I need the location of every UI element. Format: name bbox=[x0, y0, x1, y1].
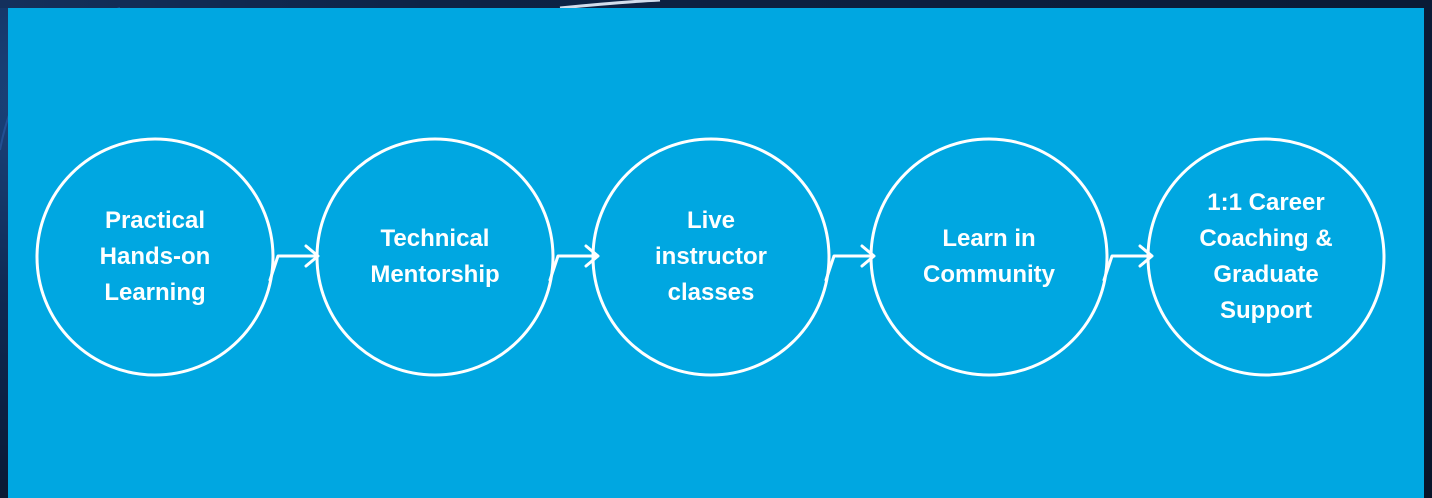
process-flow: Practical Hands-on Learning Technical Me… bbox=[8, 8, 1424, 498]
process-panel: Practical Hands-on Learning Technical Me… bbox=[8, 8, 1424, 498]
step-practical-learning: Practical Hands-on Learning bbox=[25, 127, 285, 387]
step-career-coaching: 1:1 Career Coaching & Graduate Support bbox=[1136, 127, 1396, 387]
step-live-classes: Live instructor classes bbox=[581, 127, 841, 387]
step-technical-mentorship: Technical Mentorship bbox=[305, 127, 565, 387]
top-dark-band bbox=[0, 0, 1432, 8]
right-arrow-icon bbox=[1102, 244, 1154, 282]
step-label: Practical Hands-on Learning bbox=[99, 207, 211, 306]
step-1-circle bbox=[35, 137, 275, 377]
step-label: Live instructor classes bbox=[654, 207, 767, 306]
step-label: Learn in Community bbox=[923, 225, 1055, 288]
right-arrow-icon bbox=[824, 244, 876, 282]
flow-connectors bbox=[35, 137, 1386, 377]
right-arrow-icon bbox=[548, 244, 600, 282]
right-arrow-icon bbox=[268, 244, 320, 282]
step-label: 1:1 Career Coaching & Graduate Support bbox=[1199, 189, 1333, 324]
step-learn-in-community: Learn in Community bbox=[859, 127, 1119, 387]
step-label: Technical Mentorship bbox=[370, 225, 500, 288]
